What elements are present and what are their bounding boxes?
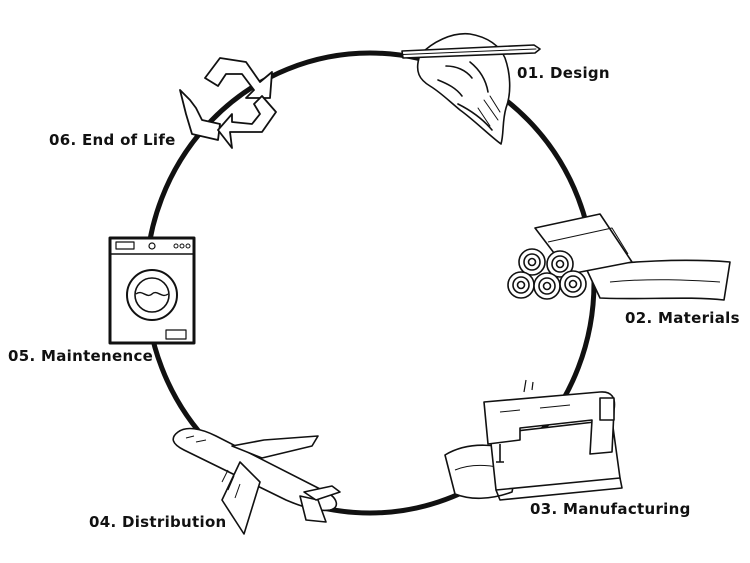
stage-label-design: 01. Design	[517, 64, 610, 82]
hand-pencil-icon	[401, 32, 541, 145]
stage-label-end-of-life: 06. End of Life	[49, 131, 176, 149]
washing-machine-icon	[108, 236, 196, 345]
fabric-rolls-icon	[507, 213, 731, 301]
sewing-machine-icon	[444, 379, 623, 501]
recycle-icon	[179, 57, 277, 149]
stage-label-manufacturing: 03. Manufacturing	[530, 500, 691, 518]
stage-label-maintenance: 05. Maintenence	[8, 347, 154, 365]
airplane-icon	[172, 427, 341, 535]
stage-label-materials: 02. Materials	[625, 309, 740, 327]
stage-label-distribution: 04. Distribution	[89, 513, 227, 531]
